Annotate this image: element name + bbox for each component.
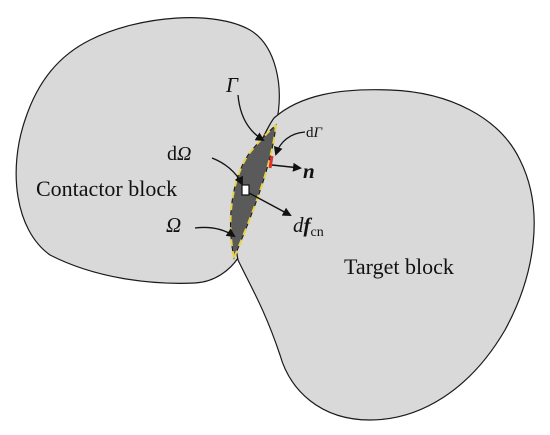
df-subscript: cn bbox=[311, 225, 324, 240]
dgamma-prefix: d bbox=[306, 125, 314, 141]
dgamma-label: dΓ bbox=[306, 125, 324, 141]
target-block-label: Target block bbox=[344, 254, 454, 279]
omega-label: Ω bbox=[166, 213, 181, 237]
boundary-gamma-dashed bbox=[233, 124, 277, 259]
gamma-label: Γ bbox=[225, 73, 239, 97]
contactor-block-label: Contactor block bbox=[36, 176, 177, 201]
arrow-gamma bbox=[237, 94, 265, 142]
df-cn-label: dfcn bbox=[293, 213, 324, 240]
df-prefix: d bbox=[293, 213, 304, 237]
arrow-normal-n bbox=[271, 162, 302, 172]
domega-prefix: d bbox=[167, 143, 177, 165]
arrow-domega bbox=[211, 157, 243, 186]
normal-n-label: n bbox=[303, 159, 315, 183]
volume-element-domega bbox=[241, 184, 250, 196]
domega-symbol: Ω bbox=[177, 143, 191, 165]
arrow-dgamma bbox=[273, 131, 306, 156]
contactor-block-shape bbox=[15, 17, 280, 284]
df-bold: f bbox=[304, 213, 313, 237]
arrow-omega bbox=[194, 226, 236, 238]
dgamma-symbol: Γ bbox=[313, 125, 324, 141]
arrow-df-cn bbox=[248, 192, 292, 216]
boundary-element-dgamma bbox=[268, 155, 274, 169]
domega-label: dΩ bbox=[167, 143, 191, 165]
